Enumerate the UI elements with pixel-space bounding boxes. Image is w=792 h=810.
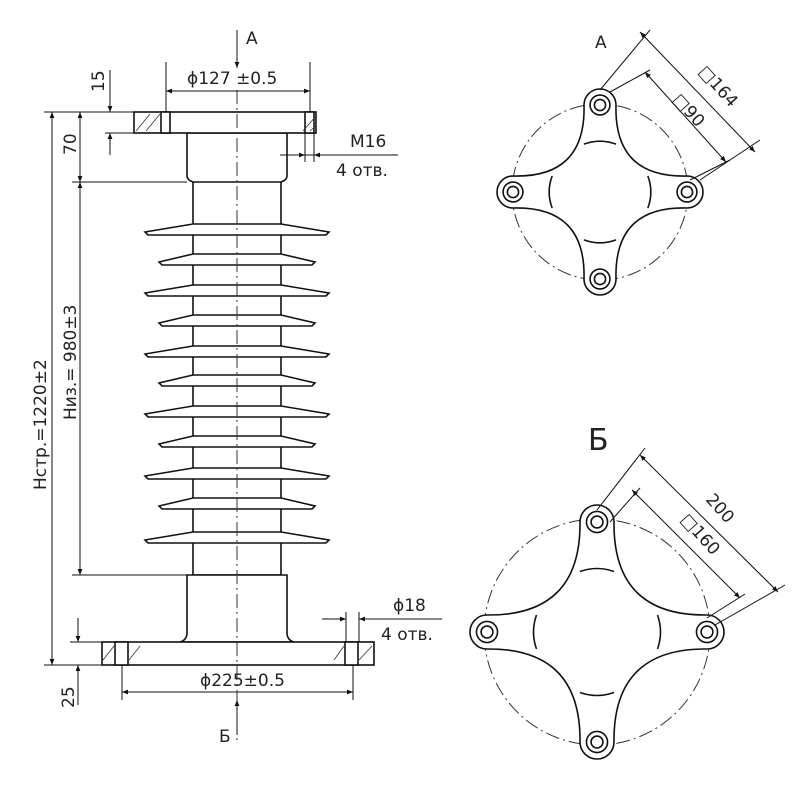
bolt-hole: [590, 735, 604, 749]
total-height-label: Нстр.=1220±2: [31, 359, 51, 490]
bottom-holes-label: 4 отв.: [381, 625, 433, 645]
shed: [157, 314, 317, 327]
shed: [157, 435, 317, 448]
view-a-inner-square-label: □90: [668, 90, 708, 131]
bolt-hole: [676, 181, 698, 203]
sheds: [143, 223, 331, 544]
bolt-hole: [589, 268, 611, 290]
bolt-hole: [475, 620, 499, 644]
bolt-hole: [585, 510, 609, 534]
side-view: А Б ϕ127 ±0.5 М16 4 отв. 15 70 Нстр.=122…: [31, 29, 442, 747]
view-b-title: Б: [588, 423, 609, 458]
arm-edge: [579, 691, 615, 697]
arm-edge: [656, 614, 662, 650]
arm-edge: [647, 175, 652, 209]
bolt-hole: [502, 181, 524, 203]
arm-edge: [532, 614, 538, 650]
top-flange-plan: [496, 88, 704, 296]
top-flange-thickness-label: 15: [89, 70, 109, 92]
bolt-hole: [700, 625, 714, 639]
top-flange: [133, 111, 317, 134]
bottom-flange-thickness-label: 25: [59, 686, 79, 708]
arm-edge: [548, 175, 553, 209]
view-a-outer-square-label: □164: [694, 62, 741, 111]
shed: [143, 467, 331, 480]
view-a: А □164 □90: [496, 29, 761, 296]
top-flange-hole-left: [160, 111, 171, 134]
bolt-hole: [590, 515, 604, 529]
bottom-hole-diameter-label: ϕ18: [393, 596, 426, 616]
bolt-hole: [589, 94, 611, 116]
bolt-hole: [585, 730, 609, 754]
view-a-title: А: [595, 33, 607, 53]
top-fitting-height-label: 70: [61, 133, 81, 155]
arm-edge: [583, 140, 617, 145]
view-b-marker: Б: [219, 727, 231, 747]
bolt-hole: [695, 620, 719, 644]
top-thread-label: М16: [350, 132, 386, 152]
bottom-flange-hole-left: [114, 641, 129, 666]
arm-edge: [579, 567, 615, 573]
bolt-hole: [480, 625, 494, 639]
top-flange-hole-right: [304, 111, 315, 134]
shed: [143, 345, 331, 358]
bolt-hole: [680, 185, 694, 199]
top-holes-label: 4 отв.: [336, 161, 388, 181]
shed: [143, 531, 331, 544]
top-flange-diameter-label: ϕ127 ±0.5: [187, 69, 277, 89]
bolt-hole: [593, 272, 607, 286]
bottom-flange: [101, 641, 375, 666]
insulation-height-label: Низ.= 980±3: [61, 305, 81, 420]
view-a-marker: А: [246, 29, 258, 49]
bottom-flange-hole-right: [344, 641, 359, 666]
view-b: Б 200 □160: [469, 423, 786, 760]
bottom-flange-plan: [469, 504, 725, 760]
bolt-hole: [506, 185, 520, 199]
bolt-hole: [593, 98, 607, 112]
bottom-flange-diameter-label: ϕ225±0.5: [200, 671, 285, 691]
arm-edge: [583, 239, 617, 244]
